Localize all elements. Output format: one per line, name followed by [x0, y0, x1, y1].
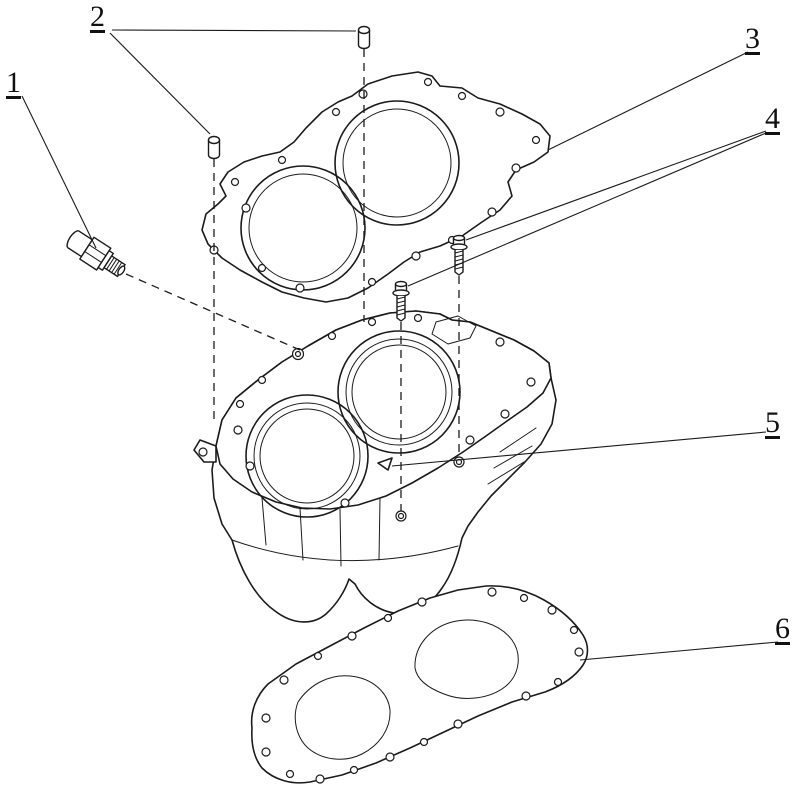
dowel-pin-top: [357, 25, 371, 50]
callout-3: 3: [745, 22, 760, 55]
cylinder-block: [193, 310, 557, 623]
mounting-bolt-left: [392, 280, 410, 322]
leader-lines: [21, 29, 779, 661]
callout-4: 4: [765, 102, 780, 135]
dowel-pin-left: [207, 135, 221, 160]
oil-pressure-switch: [66, 230, 126, 278]
callout-5: 5: [765, 406, 780, 439]
callout-2: 2: [90, 0, 105, 33]
callout-1: 1: [6, 66, 21, 99]
callout-6: 6: [775, 612, 790, 645]
mounting-bolt-right: [450, 234, 468, 276]
base-gasket: [250, 585, 589, 784]
alignment-dashed-lines: [125, 49, 460, 512]
head-gasket: [201, 71, 551, 303]
